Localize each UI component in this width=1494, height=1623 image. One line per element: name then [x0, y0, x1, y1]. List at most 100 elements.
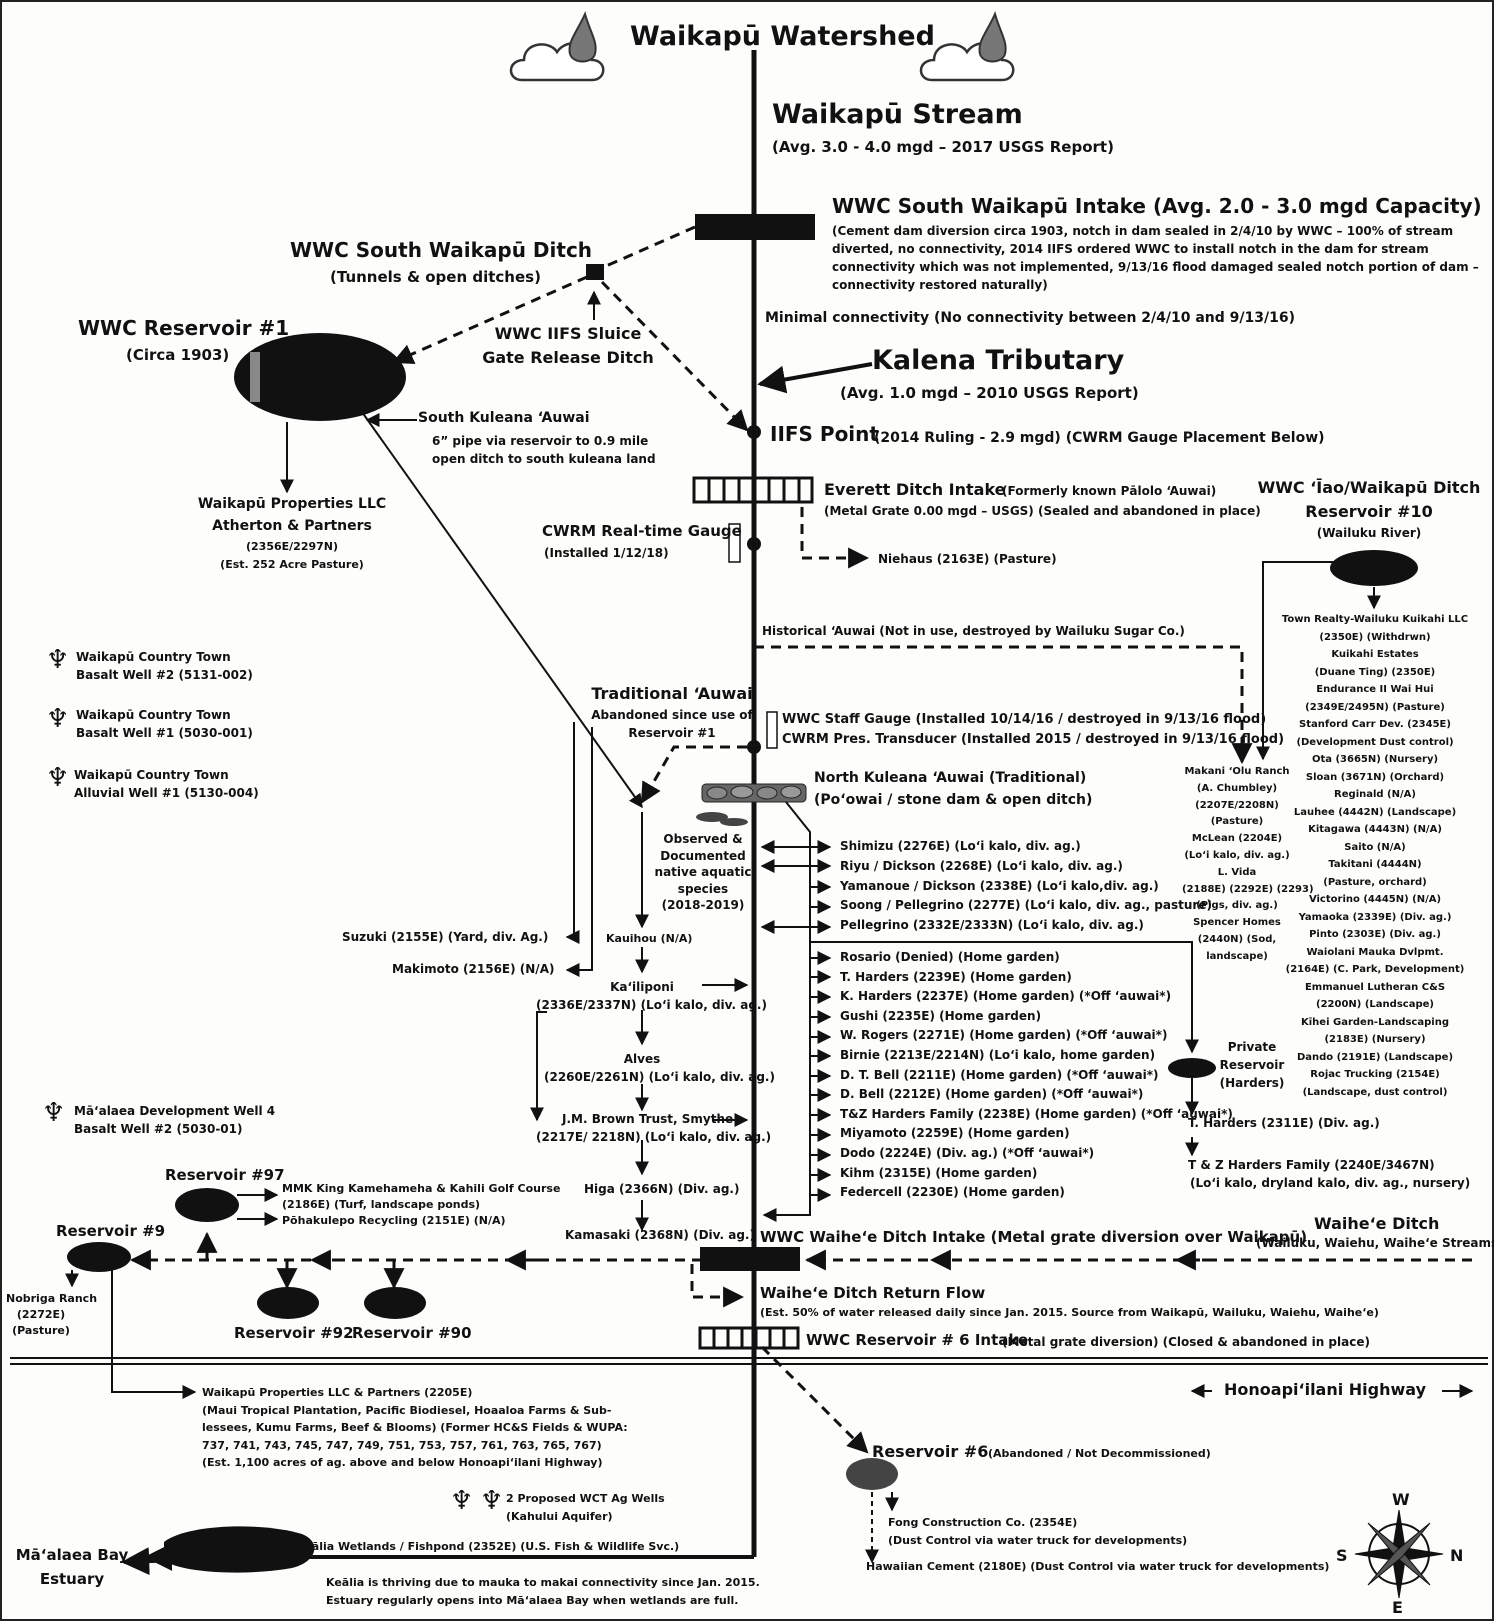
- cloud-rain-icon: [509, 11, 605, 82]
- niehaus-label: Niehaus (2163E) (Pasture): [878, 552, 1057, 566]
- makani-line: (2207E/2208N): [1195, 799, 1279, 811]
- well-tower-icon: ♆: [450, 1486, 474, 1516]
- reservoir-97: [175, 1188, 239, 1222]
- alves-2: (2260E/2261N) (Lo‘i kalo, div. ag.): [544, 1070, 775, 1084]
- makani-line: Spencer Homes: [1193, 917, 1281, 929]
- kalena-title: Kalena Tributary: [872, 345, 1125, 376]
- brown-1: J.M. Brown Trust, Smythe: [562, 1112, 734, 1126]
- east-user-item: Pellegrino (2332E/2333N) (Lo‘i kalo, div…: [840, 918, 1144, 933]
- higa-label: Higa (2366N) (Div. ag.): [584, 1182, 740, 1196]
- everett-title-note: (Formerly known Pālolo ‘Auwai): [1002, 484, 1217, 498]
- private-user-2: T & Z Harders Family (2240E/3467N): [1188, 1158, 1435, 1172]
- stream-flow: (Avg. 3.0 - 4.0 mgd – 2017 USGS Report): [772, 138, 1114, 156]
- east-garden-item: Federcell (2230E) (Home garden): [840, 1185, 1065, 1200]
- south-intake-dam: [695, 214, 815, 240]
- partners-line: lessees, Kumu Farms, Beef & Blooms) (For…: [202, 1421, 628, 1434]
- north-kuleana-desc: (Po‘owai / stone dam & open ditch): [814, 792, 1093, 808]
- private-reservoir: [1168, 1058, 1216, 1078]
- makani-line: McLean (2204E): [1191, 833, 1283, 845]
- iao-user-line: (2200N) (Landscape): [1316, 999, 1434, 1010]
- nobriga-3: (Pasture): [12, 1324, 70, 1337]
- iao-user-line: Kitagawa (4443N) (N/A): [1308, 824, 1442, 835]
- intake-desc-4: connectivity restored naturally): [832, 278, 1048, 292]
- waihee-intake-bar: [700, 1247, 800, 1271]
- alves-1: Alves: [623, 1052, 661, 1066]
- fong-2: (Dust Control via water truck for develo…: [888, 1534, 1188, 1547]
- east-user-item: Yamanoue / Dickson (2338E) (Lo‘i kalo,di…: [840, 878, 1159, 893]
- iao-user-line: Emmanuel Lutheran C&S: [1304, 981, 1446, 993]
- well-4-line-2: Basalt Well #2 (5030-01): [74, 1122, 243, 1136]
- partners-line: (Maui Tropical Plantation, Pacific Biodi…: [202, 1403, 612, 1417]
- east-garden-item: W. Rogers (2271E) (Home garden) (*Off ‘a…: [840, 1028, 1168, 1043]
- highway-label: Honoapi‘ilani Highway: [1224, 1380, 1427, 1399]
- return-flow-title: Waihe‘e Ditch Return Flow: [760, 1284, 986, 1302]
- everett-title: Everett Ditch Intake: [824, 480, 1006, 499]
- iao-user-line: Pinto (2303E) (Div. ag.): [1309, 929, 1441, 940]
- reservoir-9: [67, 1242, 131, 1272]
- stone-dam-icon: [701, 783, 807, 803]
- cloud-rain-icon: [919, 11, 1015, 82]
- east-garden-item: T. Harders (2239E) (Home garden): [840, 969, 1072, 984]
- minimal-connectivity: Minimal connectivity (No connectivity be…: [765, 310, 1295, 326]
- sluice-label-1: WWC IIFS Sluice: [494, 324, 642, 343]
- waihee-ditch-title: Waihe‘e Ditch: [1314, 1214, 1440, 1233]
- well-2-line-2: Basalt Well #1 (5030-001): [76, 726, 253, 740]
- kealia-desc-1: Keālia is thriving due to mauka to makai…: [326, 1576, 760, 1589]
- brown-2: (2217E/ 2218N) (Lo‘i kalo, div. ag.): [536, 1130, 772, 1144]
- reservoir6-intake-title: WWC Reservoir # 6 Intake: [806, 1331, 1029, 1349]
- traditional-desc-2: Reservoir #1: [628, 726, 716, 740]
- well-tower-icon: ♆: [480, 1486, 504, 1516]
- private-reservoir-1: Private: [1227, 1040, 1277, 1054]
- east-user-item: Shimizu (2276E) (Lo‘i kalo, div. ag.): [840, 839, 1081, 853]
- ditch-title: WWC South Waikapū Ditch: [290, 238, 593, 262]
- return-flow-desc: (Est. 50% of water released daily since …: [760, 1306, 1379, 1319]
- iao-user-line: Lauhee (4442N) (Landscape): [1293, 806, 1457, 818]
- iao-title-1: WWC ‘Īao/Waikapū Ditch: [1257, 478, 1481, 497]
- waihee-intake-label: WWC Waihe‘e Ditch Intake (Metal grate di…: [760, 1228, 1308, 1246]
- east-garden-item: D. Bell (2212E) (Home garden) (*Off ‘auw…: [840, 1087, 1144, 1102]
- everett-desc: (Metal Grate 0.00 mgd – USGS) (Sealed an…: [824, 504, 1261, 518]
- well-4-line-1: Mā‘alaea Development Well 4: [74, 1104, 276, 1118]
- south-ditch-line: [596, 225, 696, 272]
- well-1-line-1: Waikapū Country Town: [76, 650, 231, 664]
- well-3-line-2: Alluvial Well #1 (5130-004): [74, 786, 259, 800]
- sluice-gate: [586, 264, 604, 280]
- wct-wells-2: (Kahului Aquifer): [506, 1510, 613, 1523]
- south-kuleana-desc-2: open ditch to south kuleana land: [432, 452, 656, 466]
- grate-icon: [692, 476, 814, 1350]
- staff-gauge-2: CWRM Pres. Transducer (Installed 2015 / …: [782, 732, 1285, 747]
- sluice-label-2: Gate Release Ditch: [482, 348, 654, 367]
- waikapu-properties-3: (2356E/2297N): [245, 540, 339, 553]
- compass-w: W: [1392, 1490, 1410, 1509]
- iao-user-line: (2164E) (C. Park, Development): [1285, 964, 1465, 975]
- south-kuleana-desc-1: 6” pipe via reservoir to 0.9 mile: [432, 434, 649, 448]
- reservoir90-title: Reservoir #90: [352, 1324, 472, 1342]
- reservoir1-sub: (Circa 1903): [126, 346, 230, 364]
- iao-user-line: Endurance II Wai Hui: [1316, 684, 1434, 695]
- iao-user-line: Reginald (N/A): [1334, 789, 1416, 800]
- east-user-item: Soong / Pellegrino (2277E) (Lo‘i kalo, d…: [840, 898, 1212, 913]
- makani-line: (Pasture): [1210, 816, 1264, 828]
- historical-auwai: Historical ‘Auwai (Not in use, destroyed…: [762, 624, 1185, 638]
- waikapu-properties-1: Waikapū Properties LLC: [197, 496, 387, 512]
- private-reservoir-3: (Harders): [1219, 1076, 1285, 1090]
- reservoir1-title: WWC Reservoir #1: [78, 316, 290, 340]
- compass-rose-icon: [1354, 1509, 1444, 1599]
- nobriga-1: Nobriga Ranch: [6, 1292, 98, 1305]
- compass-e: E: [1392, 1598, 1403, 1617]
- iao-user-line: (2349E/2495N) (Pasture): [1305, 701, 1445, 713]
- well-2-line-1: Waikapū Country Town: [76, 708, 231, 722]
- staff-gauge-node: [747, 740, 761, 754]
- south-kuleana-title: South Kuleana ‘Auwai: [418, 410, 590, 426]
- iifs-point-node: [747, 425, 761, 439]
- well-1-line-2: Basalt Well #2 (5131-002): [76, 668, 253, 682]
- ditch-sub: (Tunnels & open ditches): [330, 268, 541, 286]
- well-3-line-1: Waikapū Country Town: [74, 768, 229, 782]
- traditional-desc-1: Abandoned since use of: [591, 708, 753, 722]
- iao-user-line: Saito (N/A): [1344, 841, 1406, 853]
- traditional-title: Traditional ‘Auwai: [591, 684, 753, 703]
- iao-user-line: (2183E) (Nursery): [1324, 1034, 1426, 1045]
- hawaiian-cement: Hawaiian Cement (2180E) (Dust Control vi…: [866, 1560, 1330, 1573]
- observed-line: native aquatic: [654, 865, 752, 879]
- iao-user-line: Town Realty-Wailuku Kuikahi LLC: [1281, 614, 1469, 625]
